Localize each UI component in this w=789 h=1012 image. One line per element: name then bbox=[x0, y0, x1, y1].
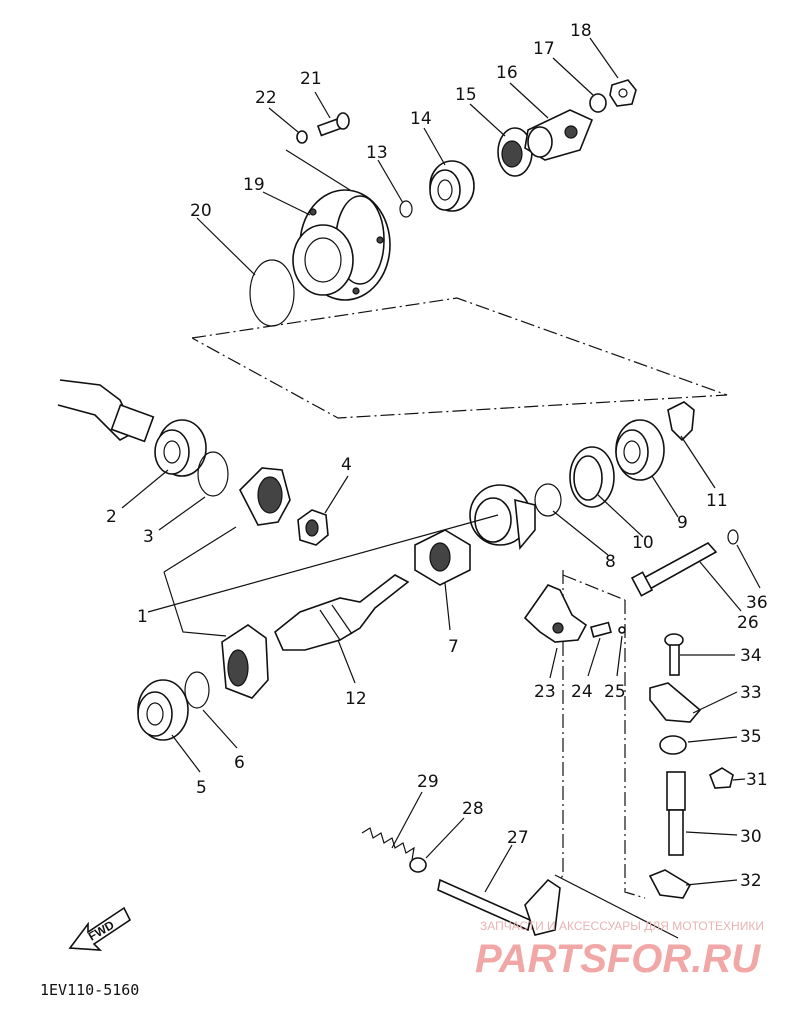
callout-12: 12 bbox=[345, 689, 367, 709]
callout-24: 24 bbox=[571, 682, 593, 702]
callout-36: 36 bbox=[746, 593, 768, 613]
callout-23: 23 bbox=[534, 682, 556, 702]
callout-34: 34 bbox=[740, 646, 762, 666]
watermark-tagline: ЗАПЧАСТИ И АКСЕССУАРЫ ДЛЯ МОТОТЕХНИКИ bbox=[480, 919, 764, 933]
assembly-outline bbox=[163, 149, 728, 939]
callout-20: 20 bbox=[190, 201, 212, 221]
ring-gear bbox=[469, 484, 536, 550]
o-ring-3 bbox=[197, 451, 229, 497]
watermark-brand: PARTSFOR.RU bbox=[475, 937, 761, 981]
bearing-9 bbox=[615, 419, 665, 481]
callout-numbers: 1 2 3 4 5 6 7 8 9 10 11 12 13 14 15 16 1… bbox=[106, 21, 768, 891]
callout-14: 14 bbox=[410, 109, 432, 129]
ball-25 bbox=[618, 626, 626, 634]
callout-21: 21 bbox=[300, 69, 322, 89]
drive-yoke-16 bbox=[524, 109, 594, 161]
o-ring-20 bbox=[249, 259, 295, 327]
callout-5: 5 bbox=[196, 778, 207, 798]
washer-28 bbox=[409, 857, 427, 873]
callout-4: 4 bbox=[341, 455, 352, 475]
callout-3: 3 bbox=[143, 527, 154, 547]
o-ring-36 bbox=[727, 529, 739, 545]
nut-18 bbox=[609, 79, 637, 107]
clip-31 bbox=[709, 767, 734, 789]
washer-17 bbox=[589, 93, 607, 113]
callout-13: 13 bbox=[366, 143, 388, 163]
shift-arm-27 bbox=[437, 878, 561, 936]
figure-code: 1EV110-5160 bbox=[40, 981, 139, 999]
shaft-12 bbox=[274, 574, 410, 651]
callout-8: 8 bbox=[605, 552, 616, 572]
callout-15: 15 bbox=[455, 85, 477, 105]
callout-2: 2 bbox=[106, 507, 117, 527]
bearing-10 bbox=[569, 446, 615, 508]
shaft-30 bbox=[666, 771, 686, 856]
propeller-shaft bbox=[57, 379, 155, 443]
lock-washer-11 bbox=[667, 401, 695, 442]
lever-32 bbox=[648, 869, 692, 899]
shift-shaft-26 bbox=[630, 541, 718, 597]
callout-22: 22 bbox=[255, 88, 277, 108]
shim-6 bbox=[184, 671, 210, 709]
bolt-21 bbox=[316, 112, 350, 137]
circlip-13 bbox=[399, 200, 413, 218]
shift-fork-23 bbox=[523, 584, 588, 643]
callout-26: 26 bbox=[737, 613, 759, 633]
callout-6: 6 bbox=[234, 753, 245, 773]
bearing-5 bbox=[137, 679, 189, 741]
callout-29: 29 bbox=[417, 772, 439, 792]
callout-11: 11 bbox=[706, 491, 728, 511]
callout-9: 9 bbox=[677, 513, 688, 533]
callout-10: 10 bbox=[632, 533, 654, 553]
callout-18: 18 bbox=[570, 21, 592, 41]
bevel-gear-lower bbox=[221, 624, 269, 699]
nut-35 bbox=[659, 735, 687, 755]
spring-24 bbox=[589, 621, 612, 638]
nut-4 bbox=[297, 509, 329, 546]
callout-35: 35 bbox=[740, 727, 762, 747]
callout-7: 7 bbox=[448, 637, 459, 657]
callout-16: 16 bbox=[496, 63, 518, 83]
bolt-34 bbox=[664, 633, 684, 676]
bearing-2 bbox=[154, 419, 207, 477]
callout-25: 25 bbox=[604, 682, 626, 702]
bevel-pinion-gear bbox=[239, 467, 291, 526]
callout-19: 19 bbox=[243, 175, 265, 195]
leader-lines bbox=[121, 37, 761, 893]
spring-29 bbox=[361, 827, 415, 861]
shim-8 bbox=[534, 483, 562, 517]
bearing-14 bbox=[429, 160, 475, 212]
callout-27: 27 bbox=[507, 828, 529, 848]
callout-31: 31 bbox=[746, 770, 768, 790]
callout-30: 30 bbox=[740, 827, 762, 847]
clutch-dog-7 bbox=[414, 529, 471, 586]
callout-28: 28 bbox=[462, 799, 484, 819]
fwd-arrow-icon: FWD bbox=[68, 906, 132, 951]
bearing-housing-19 bbox=[292, 189, 391, 301]
callout-32: 32 bbox=[740, 871, 762, 891]
callout-33: 33 bbox=[740, 683, 762, 703]
washer-22 bbox=[296, 130, 308, 144]
callout-1: 1 bbox=[137, 607, 148, 627]
callout-17: 17 bbox=[533, 39, 555, 59]
lever-33 bbox=[649, 682, 702, 723]
watermark: ЗАПЧАСТИ И АКСЕССУАРЫ ДЛЯ МОТОТЕХНИКИ PA… bbox=[475, 919, 764, 981]
